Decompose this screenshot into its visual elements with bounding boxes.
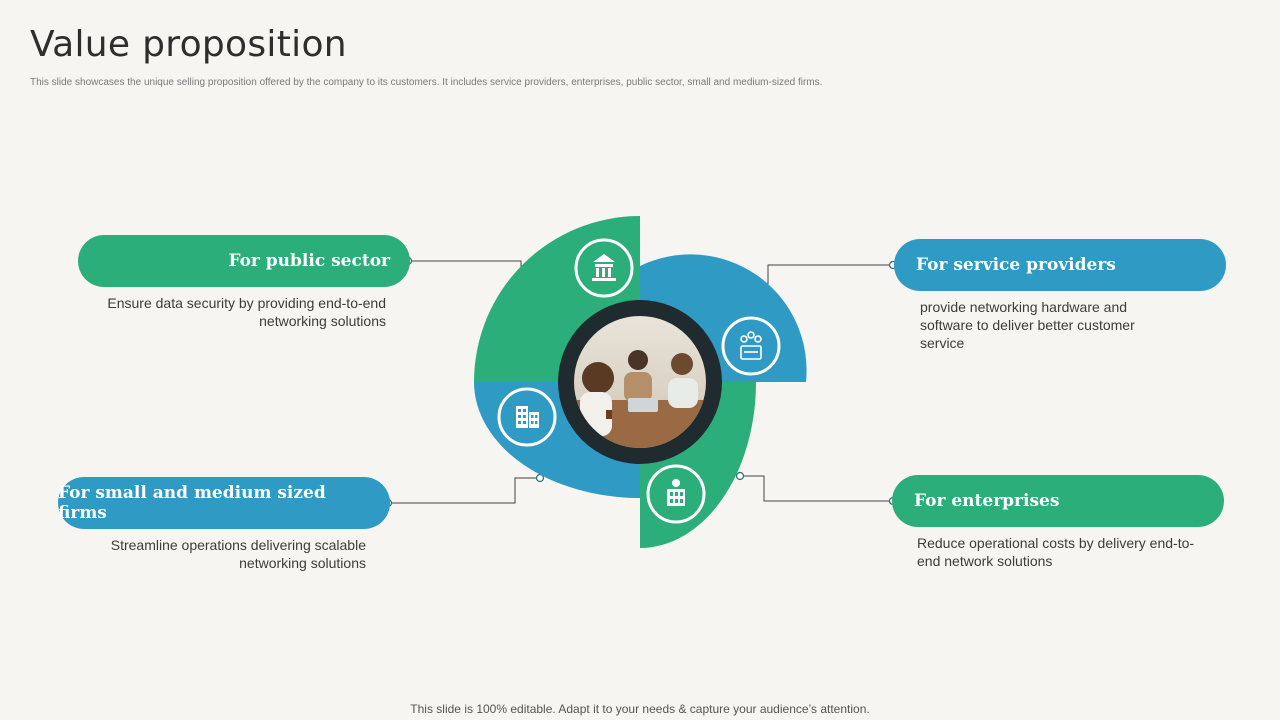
service-providers-label: For service providers <box>894 239 1226 291</box>
public-sector-label: For public sector <box>78 235 410 287</box>
page-title: Value proposition <box>30 24 347 65</box>
bank-building-icon <box>646 464 706 524</box>
dot-enterprise-left <box>735 471 745 481</box>
public-sector-description: Ensure data security by providing end-to… <box>107 295 386 329</box>
service-providers-description: provide networking hardware and software… <box>920 299 1135 351</box>
connector-small-medium-firms <box>388 477 540 504</box>
network-devices-icon <box>721 316 781 376</box>
small-medium-firms-description: Streamline operations delivering scalabl… <box>110 537 366 571</box>
team-photo <box>574 316 706 448</box>
small-medium-firms-label: For small and medium sized firms <box>58 477 390 529</box>
government-building-icon <box>574 238 634 298</box>
enterprises-description: Reduce operational costs by delivery end… <box>917 535 1195 569</box>
office-building-icon <box>497 387 557 447</box>
page-subtitle: This slide showcases the unique selling … <box>30 77 823 88</box>
connector-enterprises <box>740 475 893 502</box>
footer-note: This slide is 100% editable. Adapt it to… <box>410 702 870 716</box>
enterprises-label: For enterprises <box>892 475 1224 527</box>
